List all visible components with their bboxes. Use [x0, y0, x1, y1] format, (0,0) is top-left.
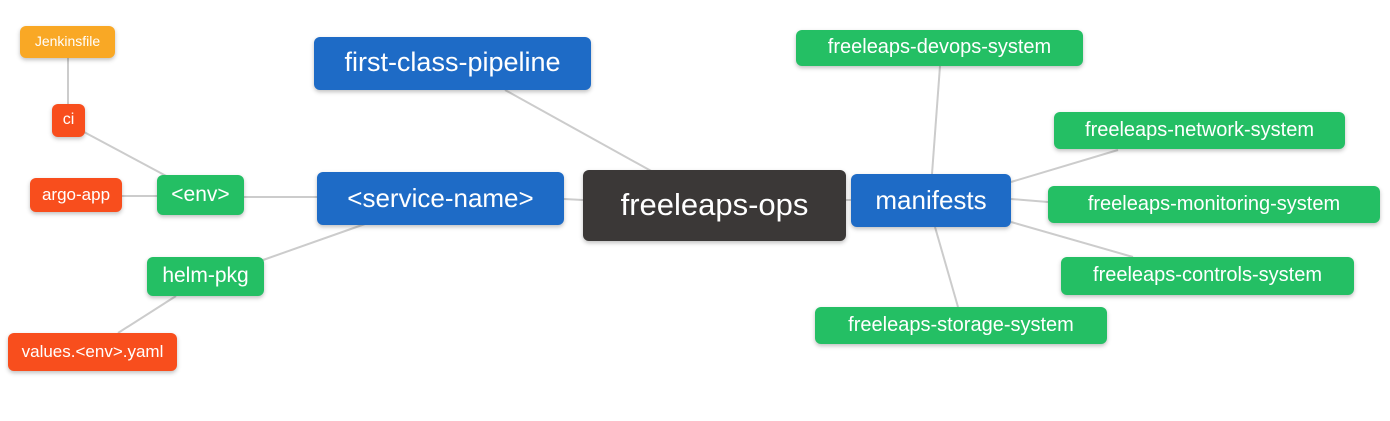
edge-values-env-yaml-to-helm-pkg — [117, 295, 177, 334]
edge-manifests-to-controls-system — [1010, 221, 1134, 258]
edge-manifests-to-storage-system — [934, 226, 959, 308]
node-label: freeleaps-devops-system — [827, 36, 1052, 58]
edge-service-name-to-freeleaps-ops — [563, 198, 584, 201]
edge-manifests-to-devops-system — [931, 65, 941, 175]
node-label: freeleaps-ops — [620, 187, 809, 222]
node-label: helm-pkg — [162, 264, 249, 287]
node-controls-system[interactable]: freeleaps-controls-system — [1061, 257, 1354, 295]
node-label: freeleaps-storage-system — [848, 313, 1074, 336]
node-manifests[interactable]: manifests — [851, 174, 1011, 227]
node-storage-system[interactable]: freeleaps-storage-system — [815, 307, 1107, 344]
node-env[interactable]: <env> — [157, 175, 244, 215]
node-label: freeleaps-monitoring-system — [1087, 192, 1341, 215]
node-label: ci — [62, 110, 75, 128]
edge-helm-pkg-to-service-name — [262, 223, 366, 261]
node-jenkinsfile[interactable]: Jenkinsfile — [20, 26, 115, 58]
node-helm-pkg[interactable]: helm-pkg — [147, 257, 264, 296]
node-values-env-yaml[interactable]: values.<env>.yaml — [8, 333, 177, 371]
edge-first-class-pipeline-to-freeleaps-ops — [504, 89, 654, 173]
node-first-class-pipeline[interactable]: first-class-pipeline — [314, 37, 591, 90]
node-service-name[interactable]: <service-name> — [317, 172, 564, 225]
node-argo-app[interactable]: argo-app — [30, 178, 122, 212]
node-label: <service-name> — [347, 182, 534, 213]
node-label: first-class-pipeline — [344, 47, 561, 77]
node-ci[interactable]: ci — [52, 104, 85, 137]
node-label: <env> — [171, 182, 230, 206]
node-network-system[interactable]: freeleaps-network-system — [1054, 112, 1345, 149]
edge-manifests-to-network-system — [1010, 149, 1119, 183]
node-monitoring-system[interactable]: freeleaps-monitoring-system — [1048, 186, 1380, 223]
node-label: Jenkinsfile — [34, 33, 101, 49]
node-devops-system[interactable]: freeleaps-devops-system — [796, 30, 1083, 66]
node-label: argo-app — [41, 184, 111, 204]
edge-manifests-to-monitoring-system — [1010, 198, 1049, 203]
edge-ci-to-env — [83, 131, 171, 179]
node-label: freeleaps-controls-system — [1093, 264, 1322, 286]
node-freeleaps-ops[interactable]: freeleaps-ops — [583, 170, 846, 241]
node-label: values.<env>.yaml — [21, 341, 164, 361]
node-label: freeleaps-network-system — [1085, 118, 1314, 141]
node-label: manifests — [875, 184, 987, 215]
